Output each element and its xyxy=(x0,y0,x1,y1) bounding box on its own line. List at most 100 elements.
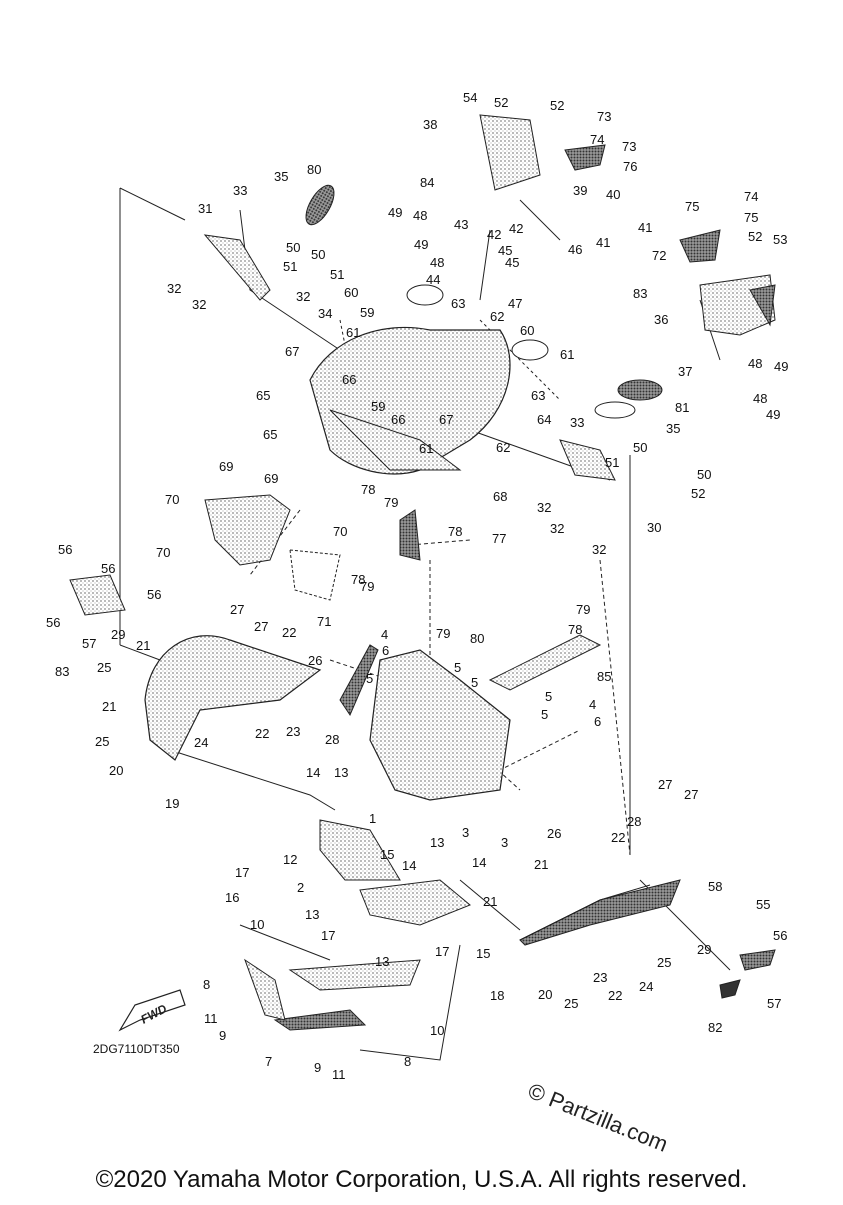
part-callout-25: 25 xyxy=(657,955,672,970)
part-callout-49: 49 xyxy=(388,205,403,220)
part-callout-10: 10 xyxy=(430,1023,445,1038)
part-callout-50: 50 xyxy=(697,467,712,482)
part-callout-59: 59 xyxy=(371,399,386,414)
part-callout-69: 69 xyxy=(219,459,234,474)
part-callout-17: 17 xyxy=(321,928,336,943)
part-callout-36: 36 xyxy=(654,312,669,327)
part-callout-45: 45 xyxy=(505,255,520,270)
part-callout-74: 74 xyxy=(744,189,759,204)
part-callout-35: 35 xyxy=(274,169,289,184)
part-callout-69: 69 xyxy=(264,471,279,486)
part-callout-60: 60 xyxy=(520,323,535,338)
part-callout-75: 75 xyxy=(685,199,700,214)
part-callout-21: 21 xyxy=(483,894,498,909)
part-callout-52: 52 xyxy=(494,95,509,110)
part-callout-70: 70 xyxy=(156,545,171,560)
part-callout-25: 25 xyxy=(564,996,579,1011)
part-callout-78: 78 xyxy=(361,482,376,497)
part-callout-22: 22 xyxy=(608,988,623,1003)
part-callout-48: 48 xyxy=(430,255,445,270)
part-callout-11: 11 xyxy=(204,1011,218,1026)
part-callout-22: 22 xyxy=(255,726,270,741)
part-callout-22: 22 xyxy=(611,830,626,845)
part-callout-10: 10 xyxy=(250,917,265,932)
part-callout-79: 79 xyxy=(360,579,375,594)
part-callout-26: 26 xyxy=(547,826,562,841)
part-callout-18: 18 xyxy=(490,988,505,1003)
part-callout-68: 68 xyxy=(493,489,508,504)
part-callout-13: 13 xyxy=(430,835,445,850)
part-callout-5: 5 xyxy=(454,660,462,675)
part-callout-32: 32 xyxy=(592,542,607,557)
part-callout-32: 32 xyxy=(537,500,552,515)
part-callout-49: 49 xyxy=(414,237,429,252)
part-callout-13: 13 xyxy=(305,907,320,922)
part-callout-12: 12 xyxy=(283,852,298,867)
part-callout-42: 42 xyxy=(487,227,502,242)
part-callout-3: 3 xyxy=(462,825,470,840)
part-callout-76: 76 xyxy=(623,159,638,174)
part-callout-14: 14 xyxy=(402,858,417,873)
part-callout-67: 67 xyxy=(285,344,300,359)
part-callout-78: 78 xyxy=(568,622,583,637)
part-callout-59: 59 xyxy=(360,305,375,320)
part-callout-63: 63 xyxy=(451,296,466,311)
part-callout-52: 52 xyxy=(691,486,706,501)
part-callout-33: 33 xyxy=(570,415,585,430)
part-callout-78: 78 xyxy=(448,524,463,539)
part-callout-39: 39 xyxy=(573,183,588,198)
part-callout-56: 56 xyxy=(773,928,788,943)
part-callout-56: 56 xyxy=(58,542,73,557)
part-callout-73: 73 xyxy=(597,109,612,124)
part-callout-26: 26 xyxy=(308,653,323,668)
part-callout-32: 32 xyxy=(550,521,565,536)
part-callout-2: 2 xyxy=(297,880,305,895)
part-callout-80: 80 xyxy=(307,162,322,177)
part-callout-62: 62 xyxy=(496,440,511,455)
part-callout-9: 9 xyxy=(219,1028,227,1043)
part-callout-56: 56 xyxy=(101,561,116,576)
part-callout-65: 65 xyxy=(256,388,271,403)
center-cowling-part xyxy=(369,649,511,801)
part-callout-47: 47 xyxy=(508,296,523,311)
part-callout-17: 17 xyxy=(435,944,450,959)
part-callout-15: 15 xyxy=(380,847,395,862)
part-callout-79: 79 xyxy=(576,602,591,617)
part-callout-50: 50 xyxy=(311,247,326,262)
part-callout-70: 70 xyxy=(165,492,180,507)
part-callout-8: 8 xyxy=(404,1054,412,1069)
part-callout-5: 5 xyxy=(471,675,479,690)
part-callout-25: 25 xyxy=(95,734,110,749)
part-callout-66: 66 xyxy=(342,372,357,387)
part-callout-31: 31 xyxy=(198,201,213,216)
part-callout-21: 21 xyxy=(102,699,117,714)
part-callout-14: 14 xyxy=(306,765,321,780)
part-callout-45: 45 xyxy=(498,243,513,258)
part-callout-58: 58 xyxy=(708,879,723,894)
part-callout-24: 24 xyxy=(639,979,654,994)
part-callout-23: 23 xyxy=(286,724,301,739)
part-callout-6: 6 xyxy=(382,643,390,658)
part-callout-82: 82 xyxy=(708,1020,723,1035)
part-callout-25: 25 xyxy=(97,660,112,675)
part-callout-43: 43 xyxy=(454,217,469,232)
part-callout-53: 53 xyxy=(773,232,788,247)
part-callout-27: 27 xyxy=(230,602,245,617)
part-callout-46: 46 xyxy=(568,242,583,257)
part-callout-66: 66 xyxy=(391,412,406,427)
part-callout-42: 42 xyxy=(509,221,524,236)
part-callout-61: 61 xyxy=(346,325,361,340)
part-callout-19: 19 xyxy=(165,796,180,811)
part-callout-20: 20 xyxy=(109,763,124,778)
part-callout-29: 29 xyxy=(111,627,126,642)
part-callout-83: 83 xyxy=(633,286,648,301)
part-callout-75: 75 xyxy=(744,210,759,225)
part-callout-57: 57 xyxy=(82,636,97,651)
part-callout-54: 54 xyxy=(463,90,478,105)
part-callout-48: 48 xyxy=(748,356,763,371)
part-callout-27: 27 xyxy=(254,619,269,634)
part-callout-24: 24 xyxy=(194,735,209,750)
part-callout-13: 13 xyxy=(375,954,390,969)
part-callout-1: 1 xyxy=(369,811,377,826)
